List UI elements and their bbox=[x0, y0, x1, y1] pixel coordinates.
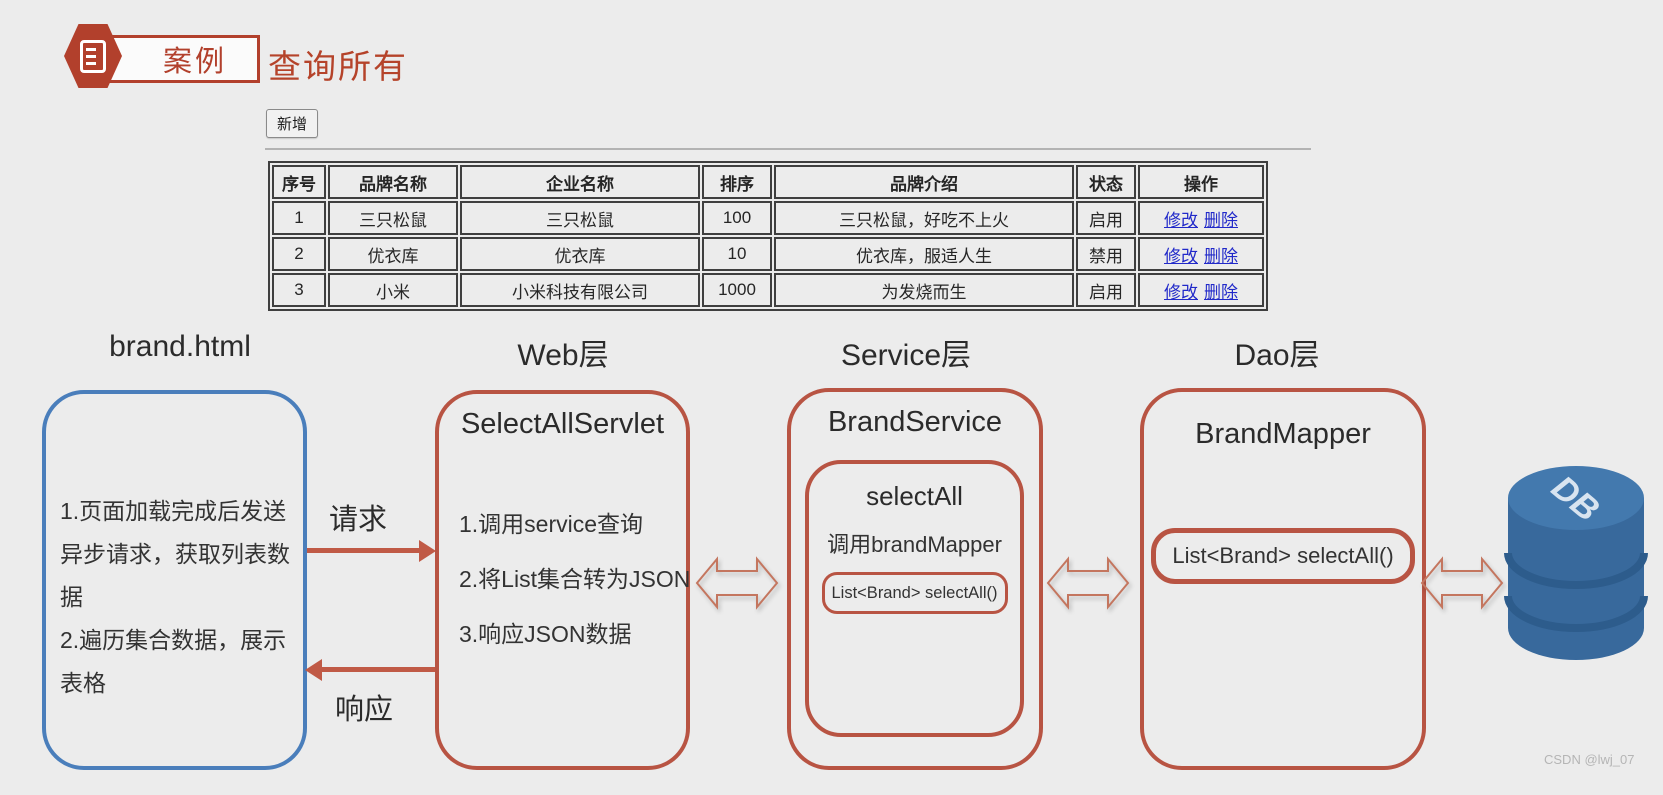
cell-desc: 三只松鼠，好吃不上火 bbox=[774, 201, 1074, 235]
cell-order: 10 bbox=[702, 237, 772, 271]
cell-brand: 三只松鼠 bbox=[328, 201, 458, 235]
browser-step-1: 1.页面加载完成后发送异步请求，获取列表数据 bbox=[60, 498, 290, 610]
cell-status: 禁用 bbox=[1076, 237, 1136, 271]
service-call-pill: List<Brand> selectAll() bbox=[821, 572, 1008, 614]
servlet-step-2: 2.将List集合转为JSON bbox=[459, 566, 691, 592]
cell-no: 2 bbox=[272, 237, 326, 271]
servlet-box: SelectAllServlet 1.调用service查询 2.将List集合… bbox=[435, 390, 690, 770]
cell-order: 1000 bbox=[702, 273, 772, 307]
col-header-order: 排序 bbox=[702, 165, 772, 199]
layer-label-dao: Dao层 bbox=[1234, 339, 1320, 372]
layer-label-browser: brand.html bbox=[109, 330, 251, 363]
servlet-step-3: 3.响应JSON数据 bbox=[459, 621, 632, 647]
add-button[interactable]: 新增 bbox=[266, 109, 319, 138]
cell-brand: 优衣库 bbox=[328, 237, 458, 271]
document-icon bbox=[80, 39, 106, 73]
cell-actions: 修改删除 bbox=[1138, 237, 1264, 271]
service-method-box: selectAll 调用brandMapper List<Brand> sele… bbox=[805, 460, 1024, 737]
table-row: 1 三只松鼠 三只松鼠 100 三只松鼠，好吃不上火 启用 修改删除 bbox=[272, 201, 1264, 235]
dao-method-pill: List<Brand> selectAll() bbox=[1151, 528, 1415, 584]
servlet-box-title: SelectAllServlet bbox=[460, 408, 665, 440]
database-icon: DB bbox=[1504, 466, 1648, 660]
service-method-title: selectAll bbox=[866, 481, 963, 511]
browser-step-2: 2.遍历集合数据，展示表格 bbox=[60, 627, 287, 696]
service-dao-arrow-icon bbox=[1047, 558, 1129, 608]
cell-order: 100 bbox=[702, 201, 772, 235]
request-label: 请求 bbox=[328, 504, 388, 536]
cell-desc: 优衣库，服适人生 bbox=[774, 237, 1074, 271]
delete-link[interactable]: 删除 bbox=[1204, 210, 1238, 230]
case-badge: 案例 bbox=[108, 35, 260, 83]
delete-link[interactable]: 删除 bbox=[1204, 282, 1238, 302]
cell-company: 优衣库 bbox=[460, 237, 700, 271]
response-arrowhead-icon bbox=[305, 659, 322, 681]
response-label: 响应 bbox=[334, 694, 394, 726]
dao-db-arrow-icon bbox=[1421, 558, 1503, 608]
layer-label-web: Web层 bbox=[517, 339, 609, 372]
col-header-no: 序号 bbox=[272, 165, 326, 199]
delete-link[interactable]: 删除 bbox=[1204, 246, 1238, 266]
browser-box-text: 1.页面加载完成后发送异步请求，获取列表数据 2.遍历集合数据，展示表格 bbox=[46, 394, 303, 705]
layer-label-service: Service层 bbox=[840, 339, 972, 372]
col-header-status: 状态 bbox=[1076, 165, 1136, 199]
cell-no: 1 bbox=[272, 201, 326, 235]
page-title: 查询所有 bbox=[268, 48, 408, 85]
col-header-brand: 品牌名称 bbox=[328, 165, 458, 199]
edit-link[interactable]: 修改 bbox=[1164, 210, 1198, 230]
service-method-note: 调用brandMapper bbox=[827, 532, 1002, 557]
dao-box: BrandMapper List<Brand> selectAll() bbox=[1140, 388, 1426, 770]
service-box: BrandService selectAll 调用brandMapper Lis… bbox=[787, 388, 1043, 770]
table-row: 2 优衣库 优衣库 10 优衣库，服适人生 禁用 修改删除 bbox=[272, 237, 1264, 271]
browser-box: 1.页面加载完成后发送异步请求，获取列表数据 2.遍历集合数据，展示表格 bbox=[42, 390, 307, 770]
cell-actions: 修改删除 bbox=[1138, 201, 1264, 235]
dao-box-title: BrandMapper bbox=[1195, 418, 1371, 450]
cell-desc: 为发烧而生 bbox=[774, 273, 1074, 307]
cell-no: 3 bbox=[272, 273, 326, 307]
col-header-company: 企业名称 bbox=[460, 165, 700, 199]
request-arrowhead-icon bbox=[419, 540, 436, 562]
watermark: CSDN @lwj_07 bbox=[1544, 752, 1635, 767]
edit-link[interactable]: 修改 bbox=[1164, 282, 1198, 302]
case-badge-label: 案例 bbox=[162, 46, 227, 78]
response-arrow bbox=[320, 667, 435, 672]
cell-actions: 修改删除 bbox=[1138, 273, 1264, 307]
web-service-arrow-icon bbox=[696, 558, 778, 608]
edit-link[interactable]: 修改 bbox=[1164, 246, 1198, 266]
divider-line bbox=[265, 148, 1311, 150]
table-header-row: 序号 品牌名称 企业名称 排序 品牌介绍 状态 操作 bbox=[272, 165, 1264, 199]
servlet-step-1: 1.调用service查询 bbox=[459, 511, 644, 537]
servlet-steps: 1.调用service查询 2.将List集合转为JSON 3.响应JSON数据 bbox=[459, 505, 691, 649]
col-header-desc: 品牌介绍 bbox=[774, 165, 1074, 199]
request-arrow bbox=[307, 548, 421, 553]
cell-brand: 小米 bbox=[328, 273, 458, 307]
brand-table: 序号 品牌名称 企业名称 排序 品牌介绍 状态 操作 1 三只松鼠 三只松鼠 1… bbox=[268, 161, 1268, 311]
col-header-actions: 操作 bbox=[1138, 165, 1264, 199]
service-box-title: BrandService bbox=[827, 406, 1003, 438]
cell-company: 小米科技有限公司 bbox=[460, 273, 700, 307]
cell-company: 三只松鼠 bbox=[460, 201, 700, 235]
cell-status: 启用 bbox=[1076, 201, 1136, 235]
table-row: 3 小米 小米科技有限公司 1000 为发烧而生 启用 修改删除 bbox=[272, 273, 1264, 307]
cell-status: 启用 bbox=[1076, 273, 1136, 307]
